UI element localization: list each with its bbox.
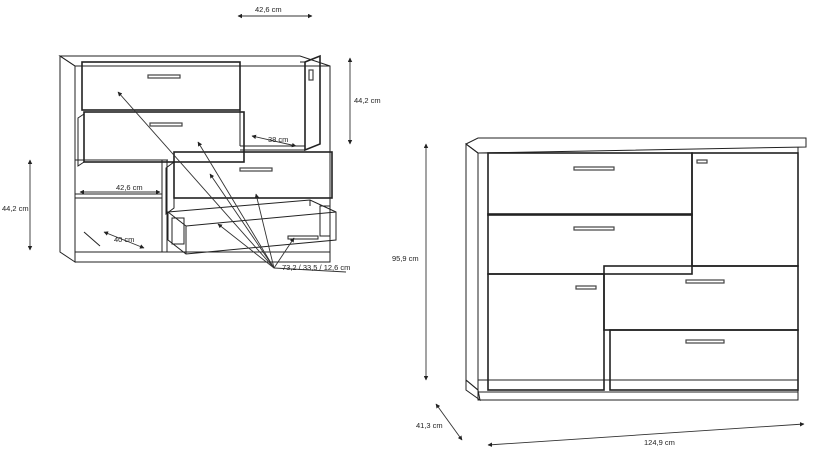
front-drawer-top bbox=[487, 152, 693, 216]
front-door-right-handle bbox=[696, 159, 708, 164]
closed-cabinet-view bbox=[465, 137, 807, 402]
drawer-1 bbox=[81, 61, 241, 111]
front-drawer-top-handle bbox=[573, 166, 615, 171]
svg-text:124,9 cm: 124,9 cm bbox=[644, 438, 675, 447]
drawer-4-runner bbox=[171, 217, 185, 245]
drawer-sizes-label: 73,2 / 33,5 / 12,6 cm bbox=[282, 263, 350, 272]
front-door-right bbox=[691, 152, 799, 267]
front-door-left-handle bbox=[575, 285, 597, 290]
open-cabinet-view bbox=[58, 54, 347, 273]
dim-left-height: 44,2 cm bbox=[2, 159, 33, 251]
drawer-leader-lines bbox=[117, 91, 347, 273]
drawer-3 bbox=[173, 151, 333, 199]
drawer-2 bbox=[83, 111, 245, 163]
front-drawer-middle bbox=[487, 213, 693, 275]
svg-text:38 cm: 38 cm bbox=[268, 135, 288, 144]
drawer-1-handle bbox=[147, 74, 181, 79]
front-door-left bbox=[487, 273, 605, 391]
svg-text:44,2 cm: 44,2 cm bbox=[2, 204, 29, 213]
dim-total-width: 124,9 cm bbox=[487, 422, 805, 447]
dim-total-depth: 41,3 cm bbox=[416, 403, 463, 441]
svg-text:42,6 cm: 42,6 cm bbox=[255, 5, 282, 14]
dim-shelf-depth: 40 cm bbox=[103, 231, 145, 249]
front-drawer-lower-1-handle bbox=[685, 279, 725, 284]
svg-text:42,6 cm: 42,6 cm bbox=[116, 183, 143, 192]
svg-text:41,3 cm: 41,3 cm bbox=[416, 421, 443, 430]
dim-right-height: 44,2 cm bbox=[347, 57, 381, 145]
dim-total-height: 95,9 cm bbox=[392, 143, 429, 381]
front-drawer-lower-2-handle bbox=[685, 339, 725, 344]
svg-text:44,2 cm: 44,2 cm bbox=[354, 96, 381, 105]
front-drawer-lower-2 bbox=[609, 329, 799, 391]
dim-shelf-width: 42,6 cm bbox=[79, 183, 161, 195]
drawer-2-handle bbox=[149, 122, 183, 127]
dim-top-width: 42,6 cm bbox=[237, 5, 313, 19]
svg-text:95,9 cm: 95,9 cm bbox=[392, 254, 419, 263]
door-handle bbox=[308, 69, 314, 81]
open-door bbox=[304, 54, 321, 152]
svg-text:40 cm: 40 cm bbox=[114, 235, 134, 244]
front-drawer-middle-handle bbox=[573, 226, 615, 231]
dim-door-depth: 38 cm bbox=[251, 134, 297, 148]
drawer-3-handle bbox=[239, 167, 273, 172]
front-drawer-lower-1 bbox=[603, 265, 799, 331]
